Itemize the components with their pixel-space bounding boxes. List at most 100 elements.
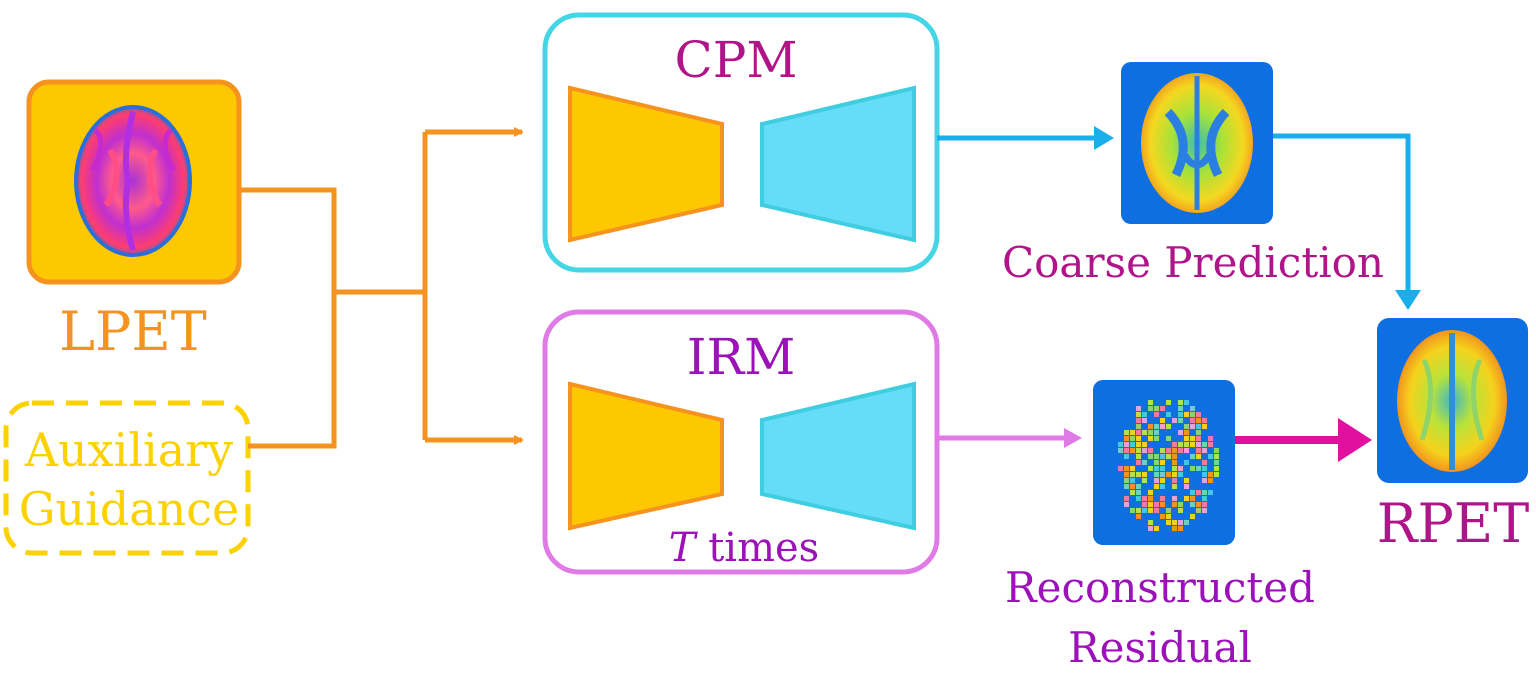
residual-noise-pixel bbox=[1124, 436, 1129, 441]
residual-noise-pixel bbox=[1202, 418, 1207, 423]
input-connectors bbox=[239, 127, 524, 449]
residual-noise-pixel bbox=[1124, 484, 1129, 489]
residual-noise-pixel bbox=[1130, 508, 1135, 513]
residual-noise-pixel bbox=[1202, 448, 1207, 453]
residual-noise-pixel bbox=[1160, 496, 1165, 501]
residual-noise-pixel bbox=[1172, 526, 1177, 531]
residual-noise-pixel bbox=[1136, 460, 1141, 465]
residual-noise-pixel bbox=[1124, 502, 1129, 507]
residual-noise-pixel bbox=[1178, 526, 1183, 531]
residual-noise-pixel bbox=[1124, 466, 1129, 471]
residual-noise-pixel bbox=[1142, 430, 1147, 435]
residual-noise-pixel bbox=[1196, 430, 1201, 435]
coarse-to-rpet-arrowhead bbox=[1395, 290, 1421, 310]
auxiliary-dashed-box bbox=[3, 400, 251, 556]
residual-noise-pixel bbox=[1178, 502, 1183, 507]
residual-noise-pixel bbox=[1202, 508, 1207, 513]
residual-label-line1: Reconstructed bbox=[1005, 563, 1315, 612]
residual-noise-pixel bbox=[1160, 460, 1165, 465]
residual-noise-pixel bbox=[1184, 478, 1189, 483]
lpet-brain-image bbox=[74, 105, 192, 257]
residual-noise-pixel bbox=[1214, 448, 1219, 453]
residual-noise-pixel bbox=[1202, 472, 1207, 477]
irm-label: IRM bbox=[687, 328, 796, 386]
coarse-prediction: Coarse Prediction bbox=[937, 62, 1421, 310]
residual-noise-pixel bbox=[1196, 418, 1201, 423]
residual-noise-pixel bbox=[1154, 406, 1159, 411]
residual-noise-pixel bbox=[1154, 502, 1159, 507]
residual-noise-pixel bbox=[1208, 454, 1213, 459]
residual-noise-pixel bbox=[1160, 484, 1165, 489]
residual-noise-pixel bbox=[1130, 472, 1135, 477]
residual-noise-pixel bbox=[1202, 502, 1207, 507]
residual-noise-pixel bbox=[1154, 526, 1159, 531]
residual-noise-pixel bbox=[1154, 478, 1159, 483]
rpet-output: RPET bbox=[1377, 318, 1529, 555]
residual-noise-pixel bbox=[1124, 472, 1129, 477]
cpm-to-coarse-arrowhead bbox=[1094, 126, 1114, 150]
residual-noise-pixel bbox=[1142, 412, 1147, 417]
residual-noise-pixel bbox=[1118, 448, 1123, 453]
residual-noise-pixel bbox=[1166, 412, 1171, 417]
residual-noise-pixel bbox=[1214, 460, 1219, 465]
residual-noise-pixel bbox=[1172, 502, 1177, 507]
irm-module: IRM T times bbox=[542, 309, 940, 575]
residual-noise-pixel bbox=[1142, 472, 1147, 477]
residual-noise-pixel bbox=[1166, 472, 1171, 477]
residual-noise-pixel bbox=[1136, 514, 1141, 519]
residual-noise-pixel bbox=[1190, 502, 1195, 507]
residual-noise-pixel bbox=[1136, 442, 1141, 447]
residual-noise-pixel bbox=[1190, 490, 1195, 495]
residual-noise-pixel bbox=[1136, 412, 1141, 417]
residual-noise-pixel bbox=[1202, 442, 1207, 447]
residual-noise-pixel bbox=[1184, 460, 1189, 465]
residual-noise-pixel bbox=[1208, 436, 1213, 441]
residual-noise-pixel bbox=[1142, 460, 1147, 465]
residual-noise-pixel bbox=[1196, 448, 1201, 453]
residual-noise-pixel bbox=[1202, 490, 1207, 495]
residual-noise-pixel bbox=[1166, 520, 1171, 525]
residual-noise-pixel bbox=[1118, 442, 1123, 447]
residual-noise-pixel bbox=[1154, 508, 1159, 513]
residual-noise-pixel bbox=[1190, 466, 1195, 471]
residual-noise-pixel bbox=[1208, 442, 1213, 447]
residual-noise-pixel bbox=[1208, 472, 1213, 477]
residual-noise-pixel bbox=[1166, 454, 1171, 459]
residual-noise-pixel bbox=[1130, 436, 1135, 441]
residual-noise-pixel bbox=[1214, 472, 1219, 477]
residual-noise-pixel bbox=[1160, 418, 1165, 423]
residual-noise-pixel bbox=[1148, 454, 1153, 459]
irm-decoder-shape bbox=[760, 381, 916, 531]
residual-noise-pixel bbox=[1208, 490, 1213, 495]
lpet-connector bbox=[239, 187, 425, 295]
residual-noise-pixel bbox=[1196, 502, 1201, 507]
residual-noise-pixel bbox=[1178, 406, 1183, 411]
residual-noise-pixel bbox=[1130, 430, 1135, 435]
residual-noise-pixel bbox=[1166, 424, 1171, 429]
residual-noise-pixel bbox=[1148, 490, 1153, 495]
residual-noise-pixel bbox=[1160, 514, 1165, 519]
residual-noise-pixel bbox=[1130, 490, 1135, 495]
residual-noise-pixel bbox=[1178, 448, 1183, 453]
residual-noise-pixel bbox=[1184, 430, 1189, 435]
cpm-encoder-shape bbox=[568, 85, 724, 243]
residual-noise-pixel bbox=[1154, 436, 1159, 441]
residual-noise-pixel bbox=[1160, 502, 1165, 507]
residual-noise-pixel bbox=[1124, 448, 1129, 453]
residual-noise-pixel bbox=[1154, 472, 1159, 477]
residual-noise-pixel bbox=[1172, 418, 1177, 423]
residual-noise-pixel bbox=[1196, 442, 1201, 447]
residual-noise-pixel bbox=[1202, 496, 1207, 501]
residual-noise-pixel bbox=[1178, 508, 1183, 513]
residual-noise-pixel bbox=[1172, 520, 1177, 525]
residual-noise-pixel bbox=[1172, 442, 1177, 447]
residual-noise-pixel bbox=[1184, 520, 1189, 525]
residual-noise-pixel bbox=[1148, 526, 1153, 531]
residual-noise-pixel bbox=[1196, 508, 1201, 513]
residual-noise-pixel bbox=[1160, 466, 1165, 471]
residual-noise-pixel bbox=[1154, 424, 1159, 429]
lpet-label: LPET bbox=[59, 300, 207, 363]
irm-iterations-label: T times bbox=[669, 525, 819, 571]
residual-noise-pixel bbox=[1136, 424, 1141, 429]
